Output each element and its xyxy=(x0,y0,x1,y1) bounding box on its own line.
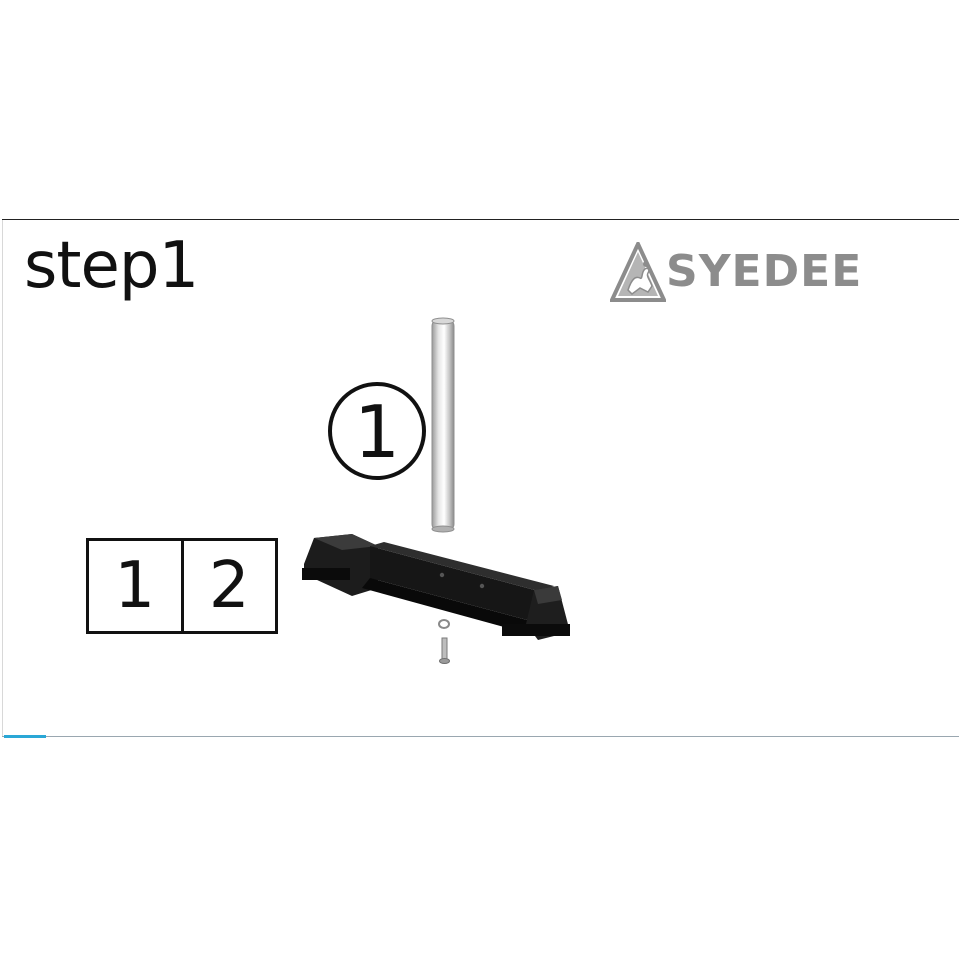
slide-edge xyxy=(2,220,3,736)
brand-wordmark: SYEDEE xyxy=(666,246,863,297)
washer xyxy=(438,619,450,629)
part-number-box: 1 2 xyxy=(86,538,278,634)
step-title: step1 xyxy=(24,229,199,303)
part-number-2: 2 xyxy=(180,541,276,631)
brand-logo: SYEDEE xyxy=(610,242,930,302)
base-foot xyxy=(302,534,570,640)
bolt xyxy=(439,637,450,664)
instruction-slide: step1 SYEDEE xyxy=(2,219,959,738)
part-callout: 1 xyxy=(328,382,426,480)
assembly-illustration: 1 xyxy=(302,317,570,664)
upright-tube xyxy=(431,317,455,533)
part-callout-number: 1 xyxy=(354,390,400,474)
progress-indicator xyxy=(4,735,46,738)
climber-on-mountain-icon xyxy=(610,242,666,302)
part-number-1: 1 xyxy=(114,549,156,623)
